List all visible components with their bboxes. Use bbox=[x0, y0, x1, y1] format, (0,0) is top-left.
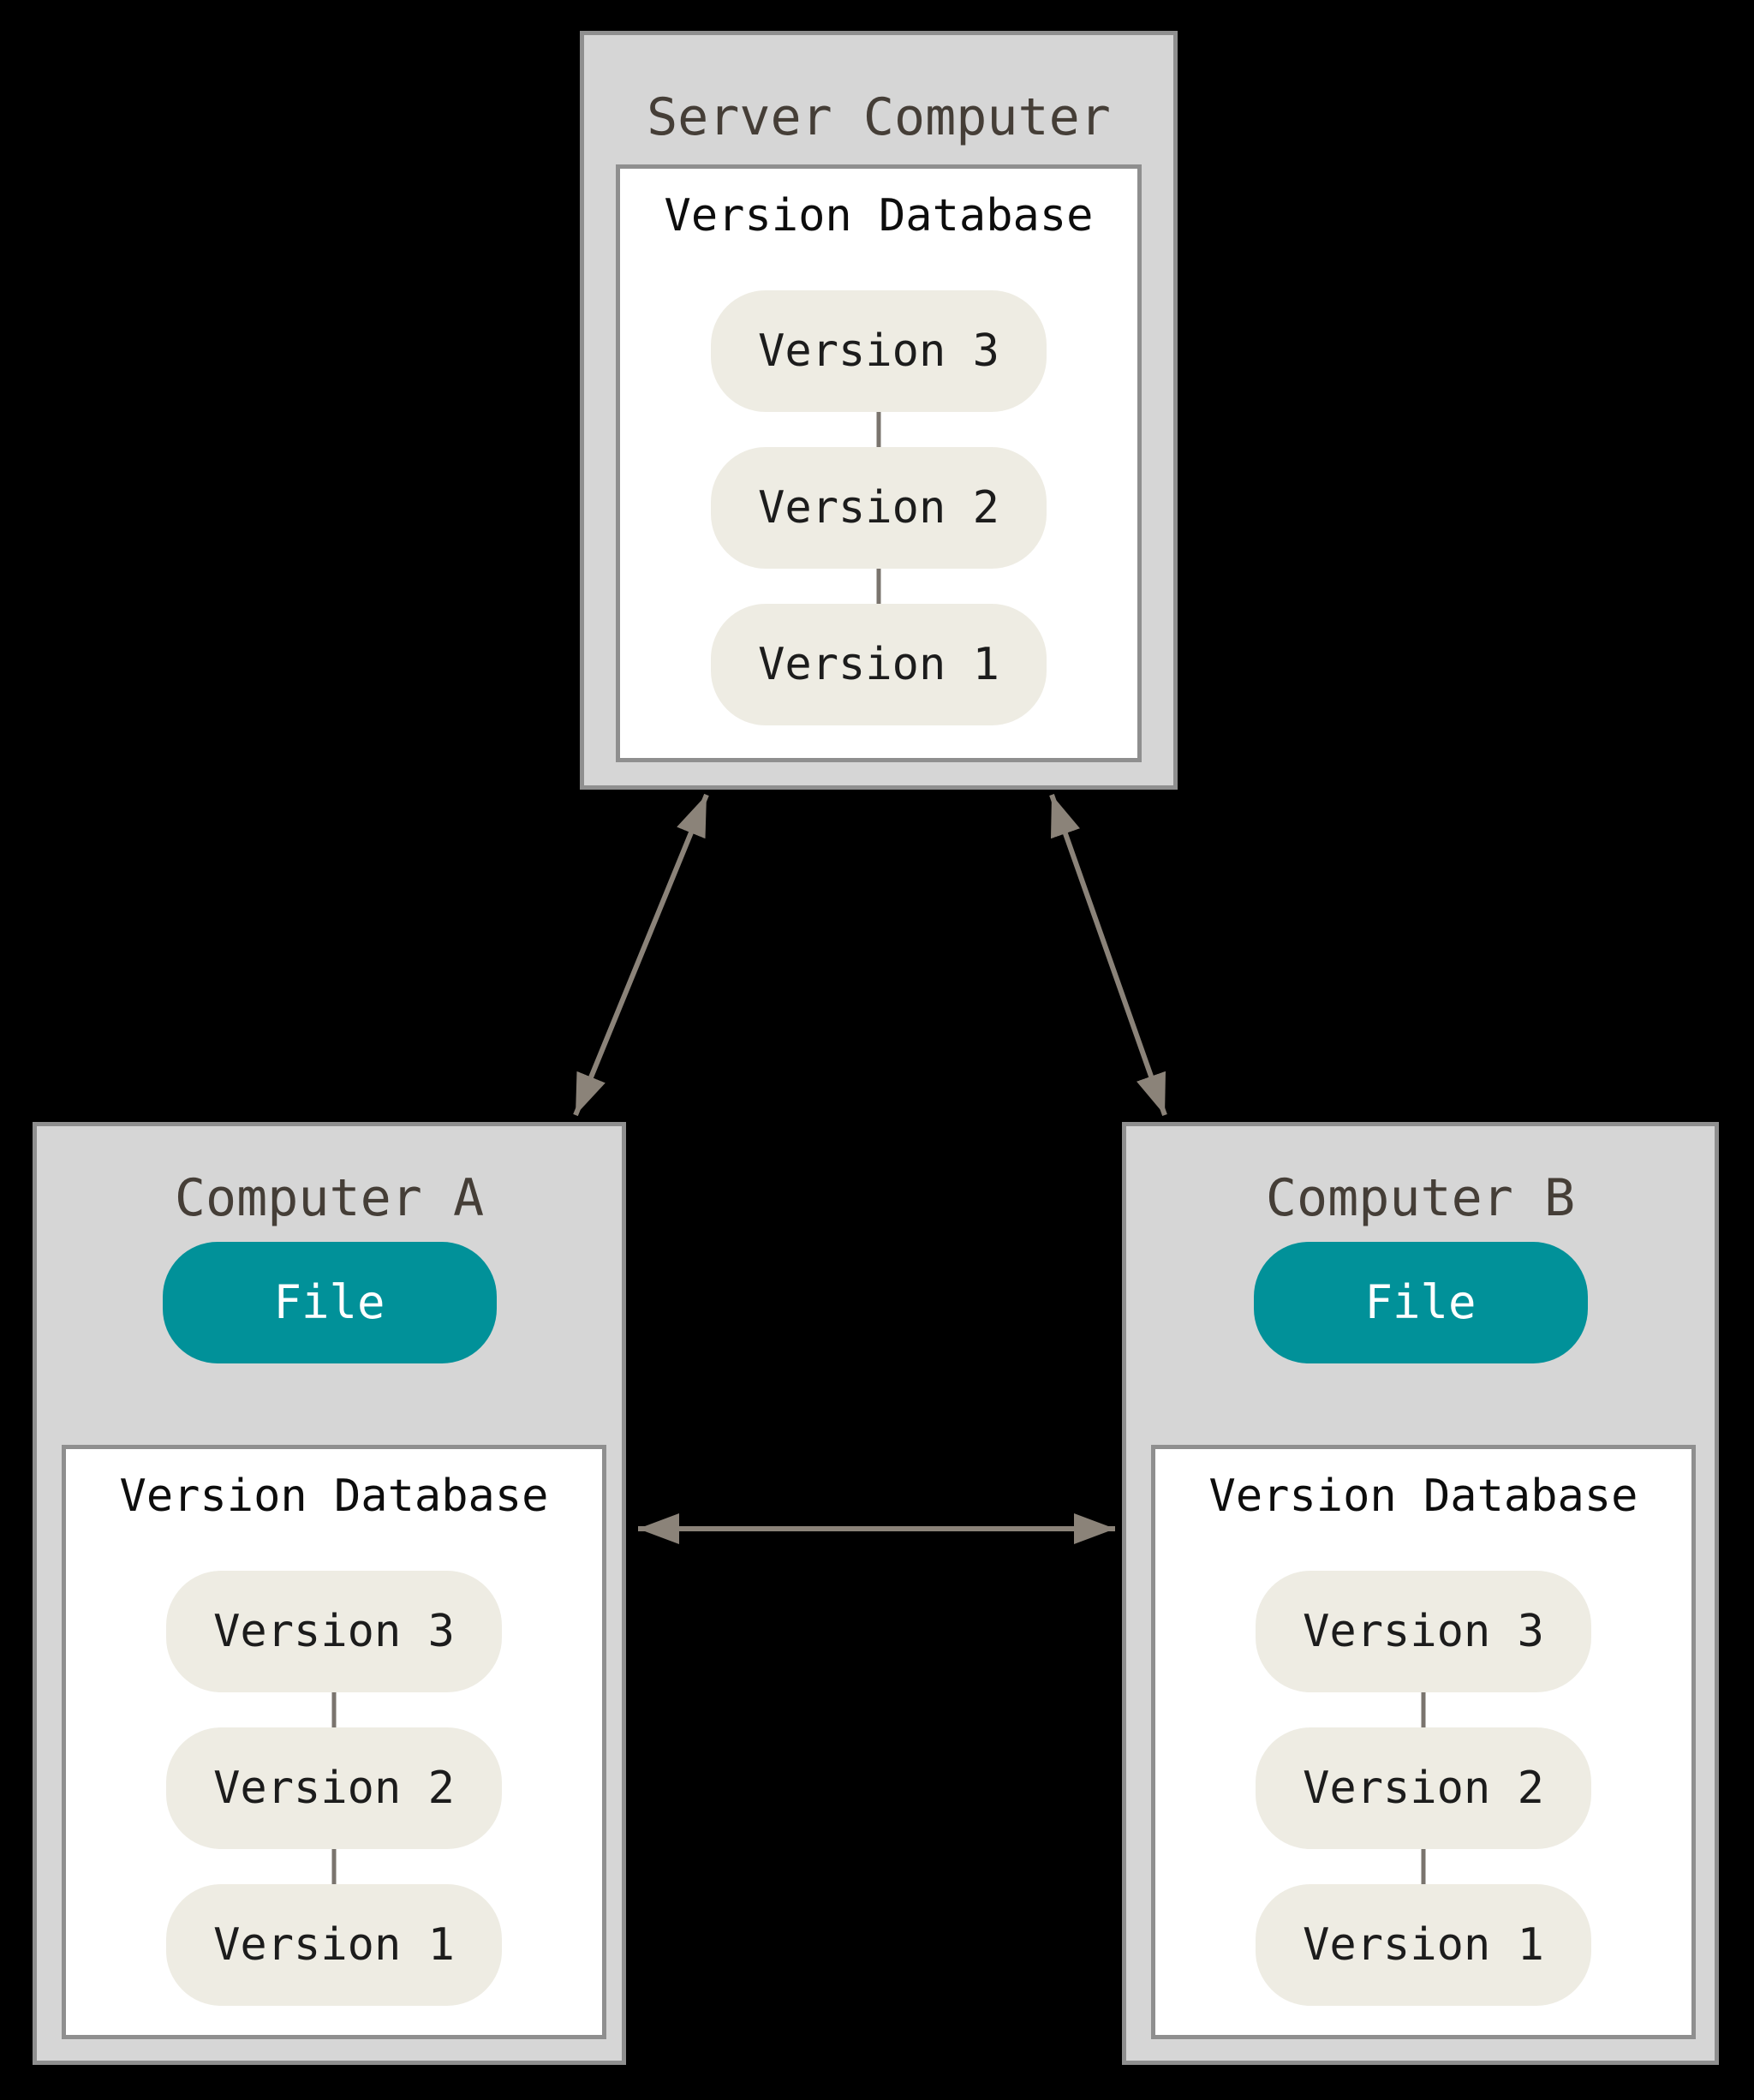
version-connector bbox=[876, 569, 881, 604]
computer-a-version-1-pill: Version 1 bbox=[166, 1884, 502, 2006]
computer-a-version-database-box: Version Database Version 3 Version 2 Ver… bbox=[62, 1445, 606, 2039]
server-version-2-pill: Version 2 bbox=[711, 447, 1047, 569]
version-connector bbox=[331, 1849, 337, 1884]
server-computer-title: Server Computer bbox=[647, 87, 1111, 147]
computer-b-version-database-box: Version Database Version 3 Version 2 Ver… bbox=[1151, 1445, 1696, 2039]
computer-a-version-database-title: Version Database bbox=[119, 1471, 549, 1522]
computer-a-version-3-pill: Version 3 bbox=[166, 1571, 502, 1692]
computer-a-file-pill: File bbox=[162, 1242, 497, 1363]
computer-a-version-2-pill: Version 2 bbox=[166, 1727, 502, 1849]
version-connector bbox=[876, 412, 881, 447]
server-version-3-pill: Version 3 bbox=[711, 290, 1047, 412]
computer-b-version-1-pill: Version 1 bbox=[1256, 1884, 1591, 2006]
server-version-database-title: Version Database bbox=[664, 190, 1094, 242]
version-connector bbox=[1421, 1849, 1426, 1884]
computer-b-box: Computer B File Version Database Version… bbox=[1122, 1122, 1719, 2065]
computer-a-box: Computer A File Version Database Version… bbox=[33, 1122, 626, 2065]
server-computer-b-sync-arrow bbox=[1049, 794, 1167, 1116]
server-computer-a-sync-arrow bbox=[573, 793, 709, 1117]
version-connector bbox=[1421, 1692, 1426, 1727]
server-version-1-pill: Version 1 bbox=[711, 604, 1047, 725]
computer-b-version-3-pill: Version 3 bbox=[1256, 1571, 1591, 1692]
computer-a-title: Computer A bbox=[174, 1168, 485, 1228]
computer-b-version-database-title: Version Database bbox=[1208, 1471, 1638, 1522]
server-version-database-box: Version Database Version 3 Version 2 Ver… bbox=[616, 164, 1142, 762]
computer-b-version-2-pill: Version 2 bbox=[1256, 1727, 1591, 1849]
server-computer-box: Server Computer Version Database Version… bbox=[580, 31, 1178, 790]
computer-b-title: Computer B bbox=[1265, 1168, 1576, 1228]
computer-b-file-pill: File bbox=[1253, 1242, 1588, 1363]
version-connector bbox=[331, 1692, 337, 1727]
